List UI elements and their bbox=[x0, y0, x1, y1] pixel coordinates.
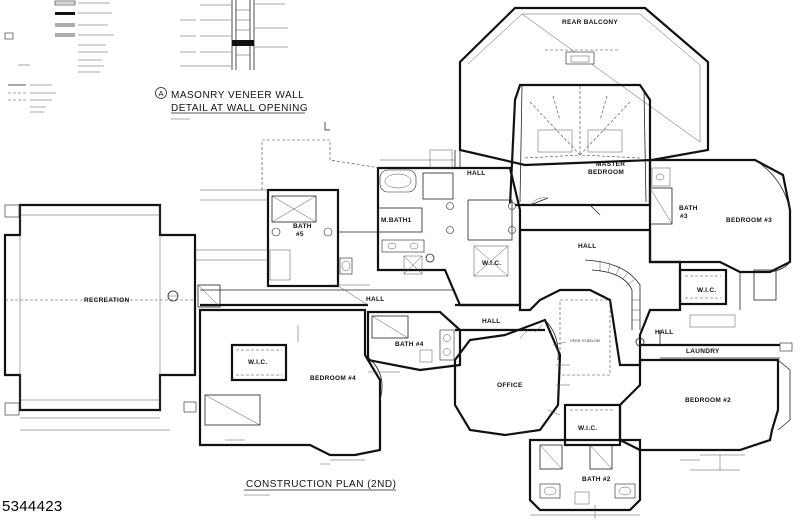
bath-4-area: BATH #4 bbox=[366, 310, 462, 373]
master-label-line1: MASTER bbox=[596, 161, 625, 168]
bedroom-2-outline bbox=[618, 358, 780, 452]
hall-left-label: HALL bbox=[366, 296, 385, 303]
wic-bed4-outline bbox=[230, 343, 288, 382]
laundry-label: LAUNDRY bbox=[686, 348, 720, 355]
bedroom3-label: BEDROOM #3 bbox=[726, 217, 772, 224]
hall-right-label: HALL bbox=[655, 329, 674, 336]
bath5-number: #5 bbox=[296, 231, 304, 238]
detail-title-line1: MASONRY VENEER WALL bbox=[171, 90, 304, 101]
bath4-label: BATH #4 bbox=[395, 341, 424, 348]
bath3-label: BATH bbox=[679, 205, 698, 212]
hall-center-label: HALL bbox=[482, 318, 501, 325]
bedroom-3-area: BATH #3 BEDROOM #3 W.I.C. bbox=[648, 158, 792, 310]
hall-mid-right-label: HALL bbox=[578, 243, 597, 250]
bath-4-outline bbox=[366, 310, 462, 372]
wic-bed4-label: W.I.C. bbox=[248, 359, 268, 366]
wic-bed2-label: W.I.C. bbox=[578, 425, 598, 432]
rear-balcony-outline bbox=[458, 6, 710, 167]
office-area: OFFICE bbox=[453, 318, 570, 437]
bath-5-area: BATH #5 bbox=[266, 188, 378, 288]
bedroom-3-outline bbox=[648, 158, 792, 274]
mbath1-label: M.BATH1 bbox=[381, 217, 412, 224]
wall-legend bbox=[4, 0, 114, 113]
plan-title: CONSTRUCTION PLAN (2ND) bbox=[246, 479, 396, 490]
office-label: OFFICE bbox=[497, 382, 523, 389]
detail-marker-letter: A bbox=[158, 89, 163, 98]
listing-id-watermark: 5344423 bbox=[2, 498, 63, 515]
master-label-line2: BEDROOM bbox=[588, 169, 624, 176]
bath5-label: BATH bbox=[293, 223, 312, 230]
detail-marker-circle bbox=[155, 87, 167, 99]
masonry-wall-detail bbox=[180, 0, 288, 70]
rear-balcony-label: REAR BALCONY bbox=[562, 19, 618, 26]
open-below-dash bbox=[261, 139, 381, 190]
bath-2-outline bbox=[528, 438, 642, 512]
center-stair-hall: HALL OPEN TO BELOW HALL HALL LAUNDRY bbox=[455, 228, 793, 376]
wic-master-label: W.I.C. bbox=[482, 260, 502, 267]
bath-2-area: W.I.C. BATH #2 bbox=[528, 403, 642, 519]
master-suite: MASTER BEDROOM REAR BALCONY bbox=[458, 6, 710, 216]
center-hall-outline bbox=[518, 228, 682, 367]
bath-5-outline bbox=[266, 188, 340, 288]
bedroom-4-area: BEDROOM #4 W.I.C. bbox=[198, 308, 383, 465]
open-to-below-label: OPEN TO BELOW bbox=[570, 339, 601, 343]
detail-title: A MASONRY VENEER WALL DETAIL AT WALL OPE… bbox=[155, 87, 308, 120]
master-bath-area: M.BATH1 HALL W.I.C. bbox=[376, 149, 522, 307]
bedroom-4-outline bbox=[198, 308, 382, 457]
recreation-area: RECREATION bbox=[3, 203, 268, 431]
bath3-number: #3 bbox=[680, 213, 688, 220]
recreation-outline bbox=[3, 203, 197, 412]
recreation-label: RECREATION bbox=[84, 297, 130, 304]
detail-title-line2: DETAIL AT WALL OPENING bbox=[171, 103, 308, 114]
dimension-marks bbox=[225, 122, 740, 471]
bedroom-2-area: BEDROOM #2 bbox=[618, 358, 791, 461]
hall-top-label: HALL bbox=[467, 170, 486, 177]
bath2-label: BATH #2 bbox=[582, 476, 611, 483]
bedroom2-label: BEDROOM #2 bbox=[685, 397, 731, 404]
wic-bed3-label: W.I.C. bbox=[697, 287, 717, 294]
office-outline bbox=[453, 318, 562, 437]
bedroom4-label: BEDROOM #4 bbox=[310, 375, 356, 382]
